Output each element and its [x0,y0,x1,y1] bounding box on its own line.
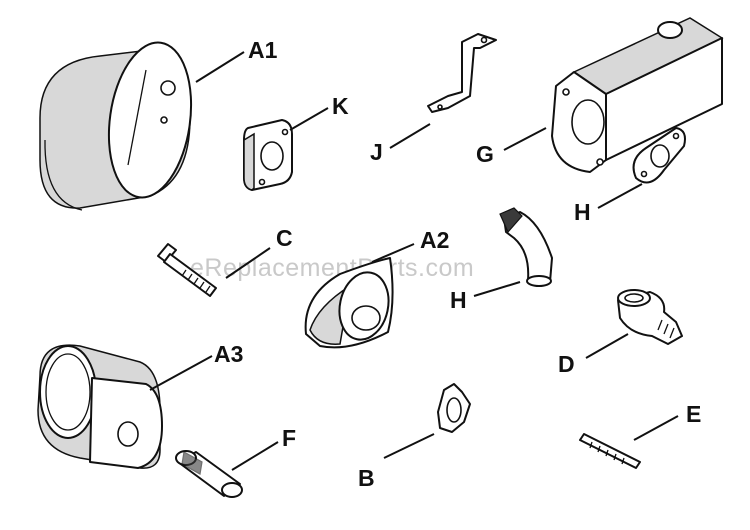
part-f-nipple[interactable] [175,450,243,498]
leader-c [225,247,271,279]
label-a3[interactable]: A3 [214,341,243,367]
part-b-lock-washer[interactable] [437,383,471,433]
part-a1-oval-muffler[interactable] [39,37,200,211]
label-k[interactable]: J [370,139,383,165]
part-a3-cylinder-muffler[interactable] [37,344,163,469]
leader-b [383,433,435,459]
leader-a2 [371,243,415,263]
leader-a1 [195,51,245,83]
label-h[interactable]: H [574,199,591,225]
leader-k [389,123,431,149]
part-e-stud[interactable] [579,433,641,469]
label-c[interactable]: C [276,225,293,251]
label-e[interactable]: E [686,401,701,427]
leader-a3 [149,355,213,391]
leader-l [289,107,329,131]
label-a2[interactable]: A2 [420,227,449,253]
label-d[interactable]: D [558,351,575,377]
part-j-elbow[interactable] [499,207,553,287]
label-b[interactable]: B [358,465,375,491]
leader-g [503,127,547,151]
part-k-bracket[interactable] [427,33,497,113]
leader-f [231,441,279,471]
label-f[interactable]: F [282,425,296,451]
part-d-street-elbow[interactable] [617,289,683,345]
label-a1[interactable]: A1 [248,37,278,63]
part-l-flange[interactable] [243,119,293,191]
leader-h [597,183,643,209]
part-g-muffler[interactable] [551,17,724,173]
watermark: eReplacementParts.com [190,254,474,282]
part-c-bolt[interactable] [157,243,217,297]
part-a2-cone-cap[interactable] [304,257,395,349]
leader-j [473,281,521,297]
leader-d [585,333,629,359]
label-g[interactable]: G [476,141,494,167]
leader-e [633,415,679,441]
label-l[interactable]: K [332,93,349,119]
label-j[interactable]: H [450,287,467,313]
part-h-gasket[interactable] [632,127,686,184]
